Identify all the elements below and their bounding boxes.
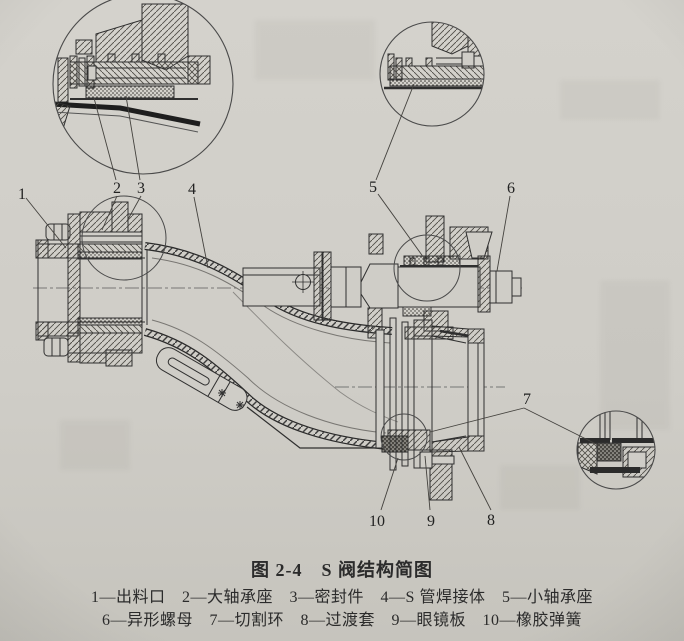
figure-title: 图 2-4 S 阀结构简图 (250, 560, 433, 580)
callout-number-6: 6 (507, 180, 515, 197)
callout-number-10: 10 (369, 513, 385, 530)
callout-number-7: 7 (523, 391, 531, 408)
callout-number-9: 9 (427, 513, 435, 530)
cone-rim (467, 328, 485, 452)
callout-number-4: 4 (188, 181, 196, 198)
callout-number-1: 1 (18, 186, 26, 203)
rubber-spring (381, 435, 409, 453)
figure-legend-1: 1—出料口 2—大轴承座 3—密封件 4—S 管焊接体 5—小轴承座 (91, 589, 593, 606)
callout-number-5: 5 (369, 179, 377, 196)
callout-number-2: 2 (113, 180, 121, 197)
figure-legend-2: 6—异形螺母 7—切割环 8—过渡套 9—眼镜板 10—橡胶弹簧 (101, 612, 582, 629)
callout-number-3: 3 (137, 180, 145, 197)
pipe-outlet-flange (375, 329, 385, 449)
callout-number-8: 8 (487, 512, 495, 529)
